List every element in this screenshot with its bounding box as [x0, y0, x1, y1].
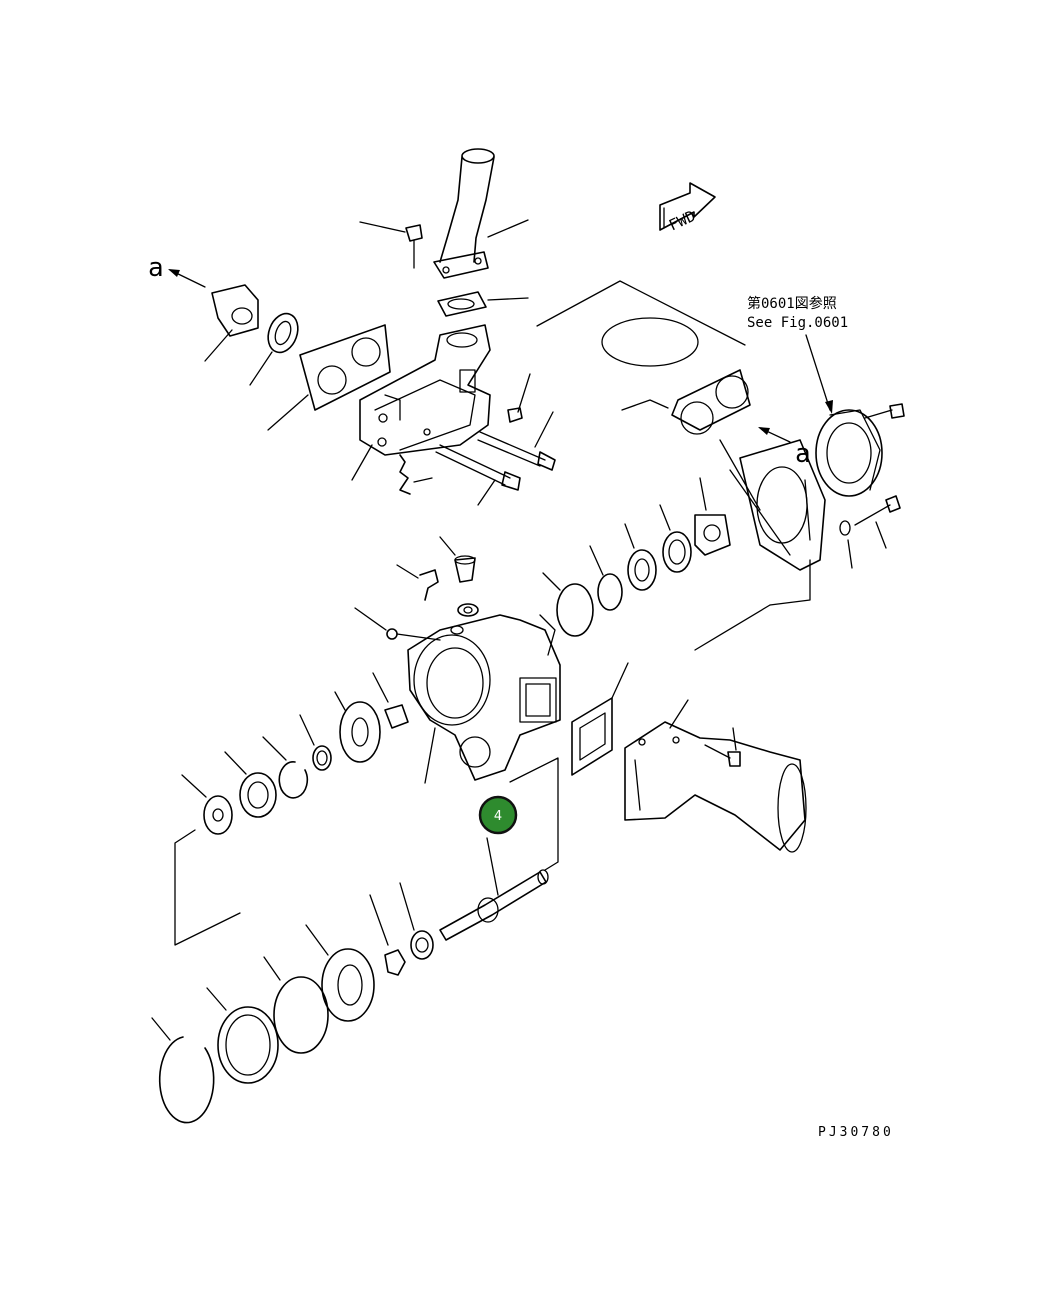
drain-cock: [399, 454, 433, 495]
drawing-id: PJ30780: [818, 1125, 894, 1140]
crank-pulley: [815, 409, 883, 497]
thermostat-housing: [351, 324, 491, 481]
ref-arrow-right: [758, 427, 791, 443]
bearing-lower: [624, 523, 657, 591]
gasket-top: [437, 291, 529, 317]
stud-bolt-2: [435, 444, 521, 506]
gasket-outlet: [571, 662, 629, 776]
outlet-elbow-pipe: [433, 148, 495, 279]
pump-plug: [439, 536, 476, 583]
washer-left: [181, 774, 233, 835]
ref-letter-left: a: [148, 253, 164, 283]
reference-note-jp: 第0601図参照: [747, 295, 837, 312]
thermostat: [204, 284, 259, 362]
pump-cover-ring: [206, 987, 279, 1084]
ref-letter-right: a: [795, 439, 811, 469]
small-bolt-housing: [507, 373, 531, 423]
impeller: [305, 924, 375, 1022]
bearing-upper: [659, 504, 692, 573]
snap-ring: [262, 736, 309, 799]
fwd-arrow-icon: FWD: [659, 182, 716, 235]
impeller-gear: [334, 691, 381, 763]
small-elbow: [396, 564, 439, 601]
o-ring-large: [542, 572, 594, 637]
retaining-ring: [151, 1017, 215, 1124]
pump-shaft: [439, 837, 549, 941]
bolt-pulley: [864, 403, 905, 419]
bolt-right: [839, 495, 901, 569]
bolt-top: [359, 221, 423, 269]
pump-fitting: [457, 603, 479, 617]
shaft-group-bracket: [509, 757, 559, 871]
collar: [299, 714, 332, 771]
o-ring-small: [589, 545, 623, 611]
callout-number: 4: [494, 809, 502, 824]
bushing: [372, 672, 409, 729]
callout-4[interactable]: 4: [478, 795, 518, 835]
o-ring-cover: [263, 956, 329, 1054]
water-pump-body: [407, 614, 561, 784]
fwd-label: FWD: [666, 207, 698, 235]
group-bracket: [174, 829, 241, 946]
reference-leader-arrow: [805, 334, 833, 414]
cylinder-block-outline: [536, 280, 826, 651]
reference-note-en: See Fig.0601: [747, 315, 848, 331]
small-plug: [354, 607, 441, 641]
drive-hub: [694, 477, 731, 556]
ref-arrow-left: [168, 269, 206, 288]
gasket-thermostat: [267, 324, 391, 431]
mechanical-seal: [369, 894, 406, 976]
bolt-pipe: [704, 727, 741, 767]
bearing-left: [224, 751, 277, 818]
stud-bolt-1: [477, 411, 556, 471]
water-inlet-pipe: [624, 699, 807, 853]
shaft-seal: [399, 882, 434, 960]
thermostat-seal: [249, 312, 299, 386]
